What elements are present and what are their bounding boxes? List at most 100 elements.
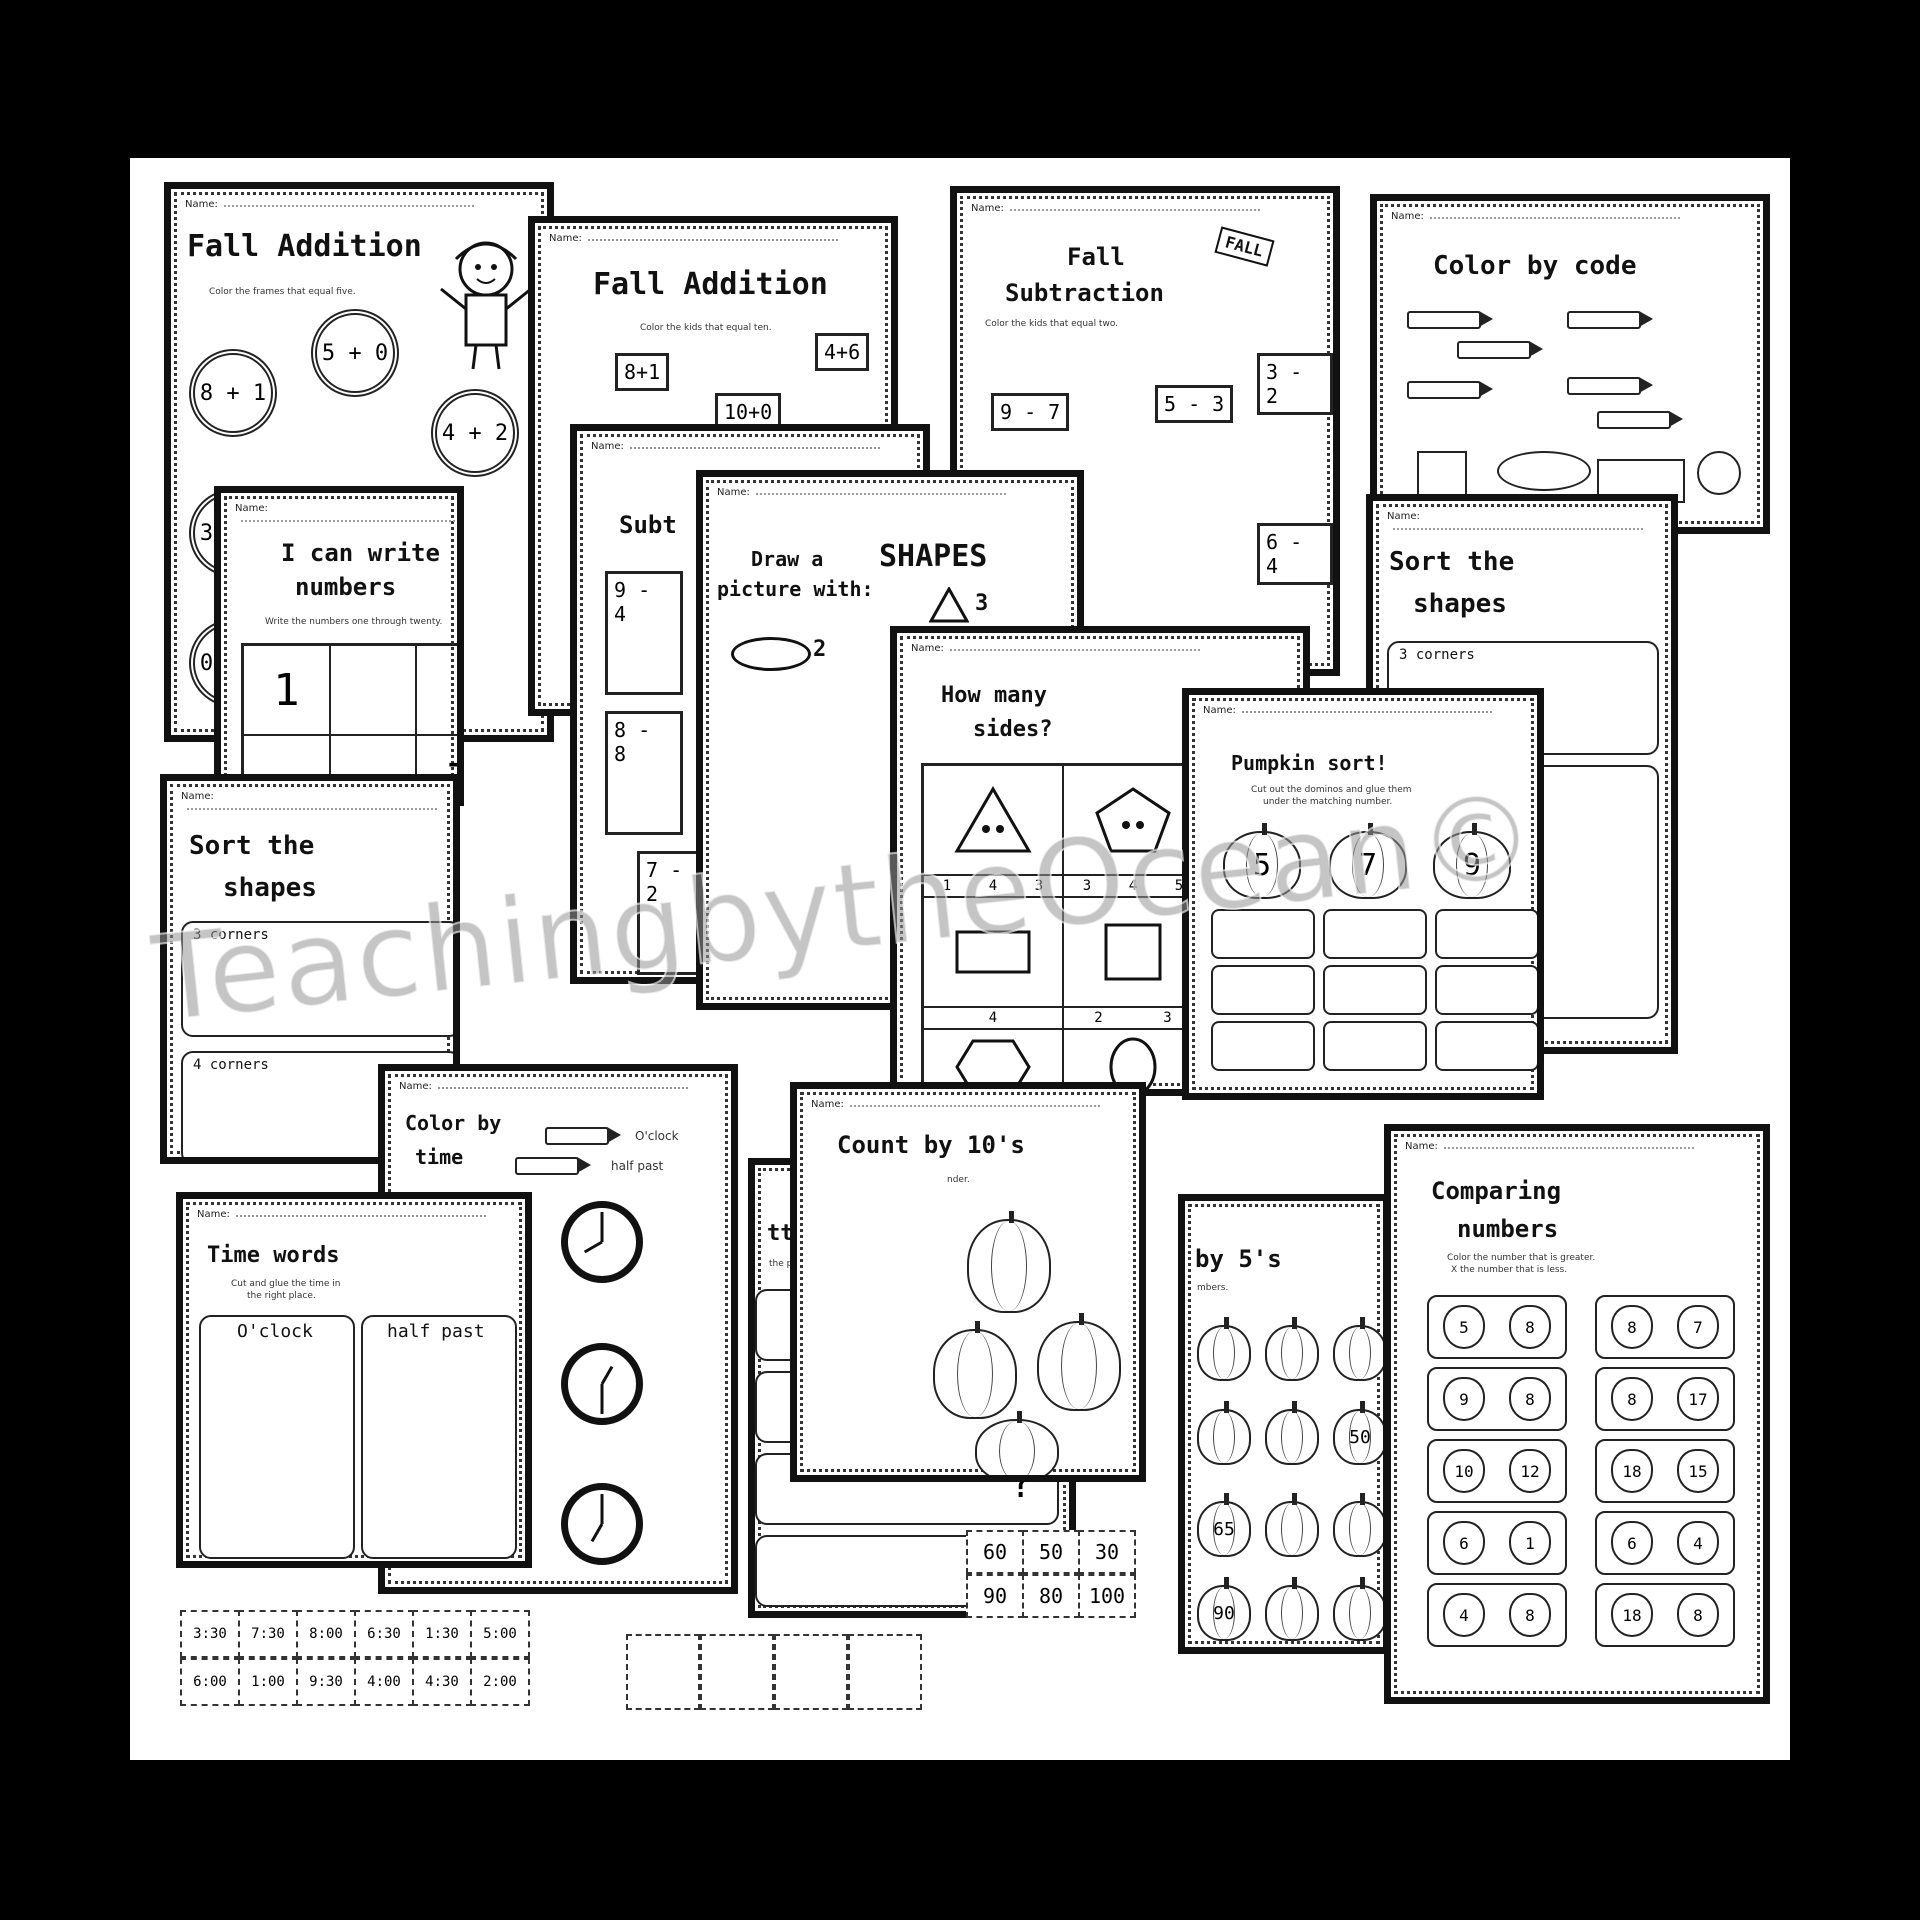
time-card: 7:30 bbox=[238, 1610, 298, 1658]
triangle-icon bbox=[929, 587, 969, 623]
apple-number-icon: 6 bbox=[1611, 1521, 1653, 1565]
time-card: 2:00 bbox=[470, 1658, 530, 1706]
name-label: Name: bbox=[1391, 211, 1424, 222]
name-label: Name: bbox=[911, 643, 944, 654]
apple-number-icon: 15 bbox=[1677, 1449, 1719, 1493]
domino-slot bbox=[1323, 909, 1427, 959]
pumpkin-icon bbox=[1265, 1493, 1319, 1557]
pumpkin-icon bbox=[1333, 1577, 1383, 1641]
oval-shape bbox=[731, 637, 811, 671]
circle-shape bbox=[1697, 451, 1741, 495]
pumpkin-icon bbox=[1197, 1317, 1251, 1381]
sheet-title-line1: Fall bbox=[1067, 243, 1125, 271]
name-label: Name: bbox=[1405, 1141, 1438, 1152]
sort-box bbox=[181, 921, 453, 1037]
sheet-title-line2: numbers bbox=[295, 573, 397, 601]
sheet-count-by-5s: by 5's mbers. 50 65 90 bbox=[1178, 1194, 1390, 1654]
sheet-title-line2: Subtraction bbox=[1005, 279, 1164, 307]
sheet-title: Fall Addition bbox=[593, 267, 828, 302]
name-line: Name: bbox=[911, 643, 1200, 654]
instruction: the right place. bbox=[247, 1291, 316, 1301]
grid-cell bbox=[329, 735, 417, 799]
kid-sign: 5 - 3 bbox=[1155, 385, 1234, 423]
apple-number-icon: 8 bbox=[1509, 1305, 1551, 1349]
domino-slot bbox=[1435, 965, 1537, 1015]
grid-cell bbox=[329, 645, 417, 735]
number-card: 100 bbox=[1078, 1574, 1136, 1618]
kid-sign: 4+6 bbox=[815, 333, 870, 371]
instruction: under the matching number. bbox=[1263, 797, 1393, 807]
instruction: X the number that is less. bbox=[1451, 1265, 1568, 1275]
addition-frame: 8 + 1 bbox=[189, 349, 277, 437]
time-cut-cards: 3:30 7:30 8:00 6:30 1:30 5:00 6:00 1:00 … bbox=[180, 1610, 530, 1706]
pattern-card bbox=[848, 1634, 922, 1710]
time-card: 5:00 bbox=[470, 1610, 530, 1658]
name-line: Name: bbox=[1405, 1141, 1694, 1152]
crayon-icon bbox=[1567, 311, 1653, 329]
name-label: Name: bbox=[1387, 511, 1420, 522]
pumpkin-icon bbox=[1265, 1401, 1319, 1465]
sheet-title-line2: picture with: bbox=[717, 577, 874, 601]
apple-number-icon: 7 bbox=[1677, 1305, 1719, 1349]
sheet-title: Subt bbox=[619, 511, 677, 539]
oval-count: 2 bbox=[813, 637, 827, 662]
domino-slot bbox=[1211, 1021, 1315, 1071]
crayon-icon bbox=[1457, 341, 1543, 359]
instruction: Color the kids that equal two. bbox=[985, 319, 1119, 329]
instruction: Cut out the dominos and glue them bbox=[1251, 785, 1412, 795]
time-card: 8:00 bbox=[296, 1610, 356, 1658]
kid-sign: 8 - 8 bbox=[605, 711, 683, 835]
oval-shape bbox=[1497, 451, 1591, 491]
pumpkin-icon bbox=[1333, 1317, 1383, 1381]
domino-slot bbox=[1323, 1021, 1427, 1071]
name-line: Name: bbox=[1387, 511, 1671, 533]
time-card: 1:00 bbox=[238, 1658, 298, 1706]
fall-banner: FALL bbox=[1214, 226, 1275, 267]
rectangle-face-icon bbox=[923, 897, 1063, 1007]
choice: 2 bbox=[1094, 1010, 1103, 1026]
number-card: 60 bbox=[966, 1530, 1024, 1574]
instruction: nder. bbox=[947, 1175, 970, 1185]
instruction: Color the kids that equal ten. bbox=[640, 323, 772, 333]
domino-slot bbox=[1211, 965, 1315, 1015]
apple-number-icon: 4 bbox=[1443, 1593, 1485, 1637]
pumpkin-icon bbox=[967, 1211, 1051, 1313]
apple-number-icon: 18 bbox=[1611, 1449, 1653, 1493]
domino-slot bbox=[1323, 965, 1427, 1015]
domino-slot bbox=[1211, 909, 1315, 959]
grid-cell bbox=[416, 645, 457, 735]
count-10s-cut-cards: 60 50 30 90 80 100 bbox=[966, 1530, 1136, 1620]
name-label: Name: bbox=[971, 203, 1004, 214]
clock-icon bbox=[561, 1201, 643, 1283]
number-card: 30 bbox=[1078, 1530, 1136, 1574]
sort-column bbox=[361, 1315, 517, 1559]
number-card: 80 bbox=[1022, 1574, 1080, 1618]
name-line: Name: bbox=[591, 441, 880, 452]
sheet-title: Count by 10's bbox=[837, 1131, 1025, 1159]
pumpkin-icon bbox=[1037, 1313, 1121, 1411]
apple-number-icon: 8 bbox=[1677, 1593, 1719, 1637]
sheet-title-line2: time bbox=[415, 1145, 464, 1169]
sheet-title: by 5's bbox=[1195, 1245, 1282, 1273]
name-line: Name: bbox=[971, 203, 1260, 214]
crayon-icon bbox=[545, 1127, 621, 1145]
kid-sign: 6 - 4 bbox=[1257, 523, 1333, 585]
pumpkin-icon bbox=[933, 1321, 1017, 1419]
oval-face-icon bbox=[1063, 1029, 1203, 1089]
name-line: Name: bbox=[399, 1081, 688, 1092]
apple-number-icon: 8 bbox=[1611, 1377, 1653, 1421]
collage-canvas: Name: Fall Addition Color the frames tha… bbox=[130, 158, 1790, 1760]
sheet-title-line2: numbers bbox=[1457, 1215, 1559, 1243]
pattern-card bbox=[626, 1634, 700, 1710]
name-label: Name: bbox=[717, 487, 750, 498]
name-label: Name: bbox=[197, 1209, 230, 1220]
instruction: mbers. bbox=[1197, 1283, 1229, 1293]
